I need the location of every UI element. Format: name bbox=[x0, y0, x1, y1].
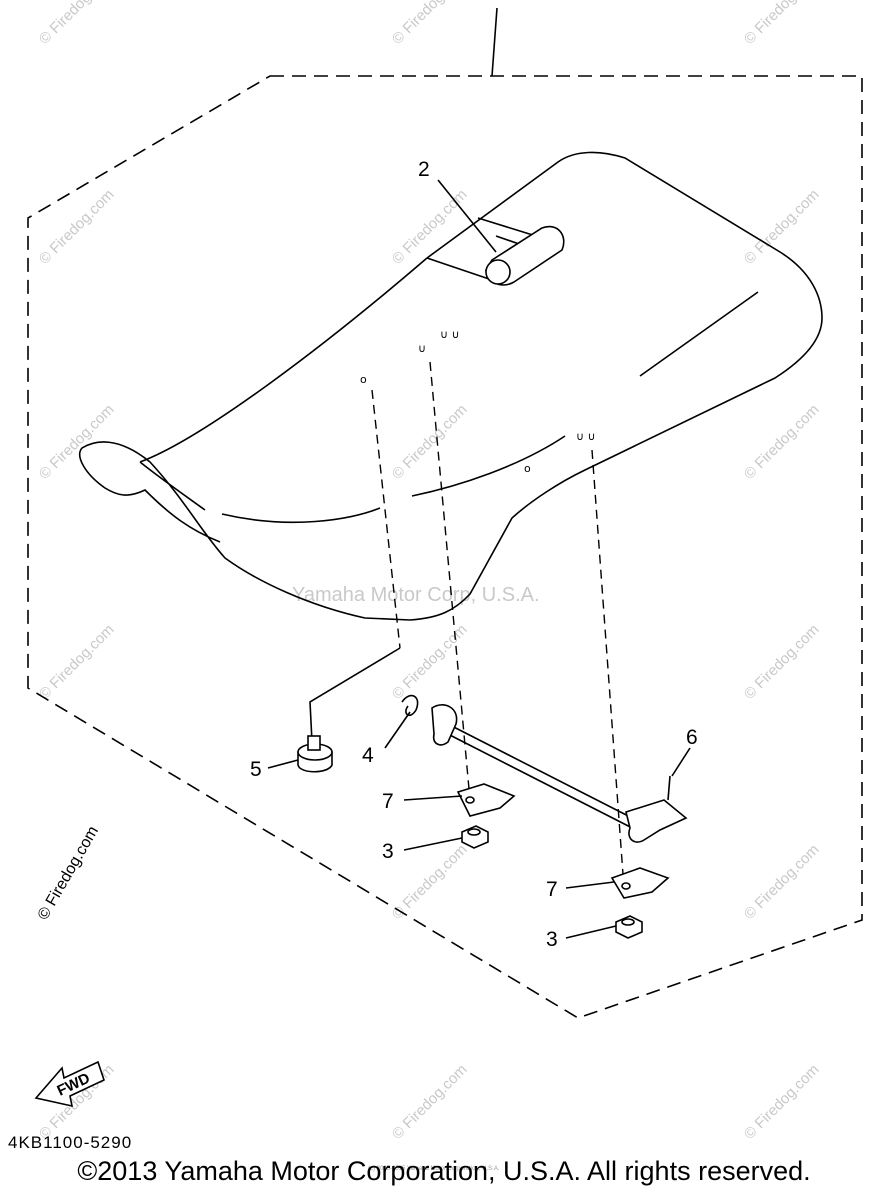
callout-4: 4 bbox=[362, 744, 374, 767]
watermark: © Firedog.com bbox=[741, 0, 823, 48]
watermark-dark: © Firedog.com bbox=[35, 823, 102, 923]
callout-3b: 3 bbox=[546, 928, 558, 951]
watermark: © Firedog.com bbox=[389, 0, 471, 48]
copyright-footer: ©2013 Yamaha Motor Corporation, U.S.A. A… bbox=[77, 1156, 811, 1186]
watermark: © Firedog.com bbox=[389, 1061, 471, 1143]
svg-text:∪: ∪ bbox=[418, 342, 426, 355]
part-code: 4KB1100-5290 bbox=[8, 1133, 132, 1152]
lock-bracket bbox=[431, 704, 458, 746]
svg-text:o: o bbox=[524, 462, 531, 475]
svg-text:∪ ∪: ∪ ∪ bbox=[440, 328, 460, 341]
callout-2: 2 bbox=[418, 158, 430, 181]
leader-4 bbox=[384, 711, 411, 749]
leader-5b bbox=[267, 759, 299, 769]
assembly-line bbox=[429, 361, 471, 801]
watermark: © Firedog.com bbox=[389, 401, 471, 483]
watermark: © Firedog.com bbox=[741, 1061, 823, 1143]
callout-6: 6 bbox=[686, 726, 698, 749]
leader-6 bbox=[671, 747, 691, 777]
watermark: © Firedog.com bbox=[389, 841, 471, 923]
rod bbox=[439, 719, 641, 823]
leader-1 bbox=[491, 7, 498, 77]
rod bbox=[439, 729, 641, 833]
watermark: © Firedog.com bbox=[741, 841, 823, 923]
leader-2 bbox=[437, 179, 497, 253]
plate-part bbox=[610, 867, 670, 899]
leader-5 bbox=[309, 647, 401, 743]
watermark: © Firedog.com bbox=[36, 186, 118, 268]
plate-part bbox=[456, 783, 516, 817]
callout-7b: 7 bbox=[546, 878, 558, 901]
clip-part bbox=[401, 694, 419, 717]
assembly-line bbox=[591, 449, 625, 889]
watermark: © Firedog.com bbox=[741, 186, 823, 268]
callout-3a: 3 bbox=[382, 840, 394, 863]
seat: ∪ ∪ ∪ o ∪ ∪ o bbox=[79, 151, 823, 621]
damper-part bbox=[297, 735, 333, 773]
svg-text:o: o bbox=[360, 373, 367, 386]
callout-5: 5 bbox=[250, 758, 262, 781]
nut-part bbox=[615, 915, 643, 939]
leader-3a bbox=[403, 837, 463, 851]
watermark: © Firedog.com bbox=[36, 0, 118, 48]
nut-part bbox=[461, 825, 489, 849]
watermark: © Firedog.com bbox=[741, 401, 823, 483]
watermark: © Firedog.com bbox=[741, 621, 823, 703]
callout-7a: 7 bbox=[382, 790, 394, 813]
tiny-watermark: (c) 2005-2015 Yamaha Motor Corporation, … bbox=[368, 1166, 500, 1172]
assembly-line bbox=[371, 389, 401, 649]
fwd-arrow: FWD bbox=[34, 1060, 105, 1108]
leader-3b bbox=[565, 925, 617, 939]
watermark: © Firedog.com bbox=[389, 621, 471, 703]
svg-text:∪ ∪: ∪ ∪ bbox=[576, 430, 596, 443]
assembly-boundary bbox=[27, 75, 863, 1019]
hook-part bbox=[625, 775, 688, 843]
center-watermark: Yamaha Motor Corp, U.S.A. bbox=[292, 584, 540, 606]
watermark: © Firedog.com bbox=[36, 621, 118, 703]
leader-7a bbox=[403, 795, 463, 801]
leader-7b bbox=[565, 881, 615, 889]
